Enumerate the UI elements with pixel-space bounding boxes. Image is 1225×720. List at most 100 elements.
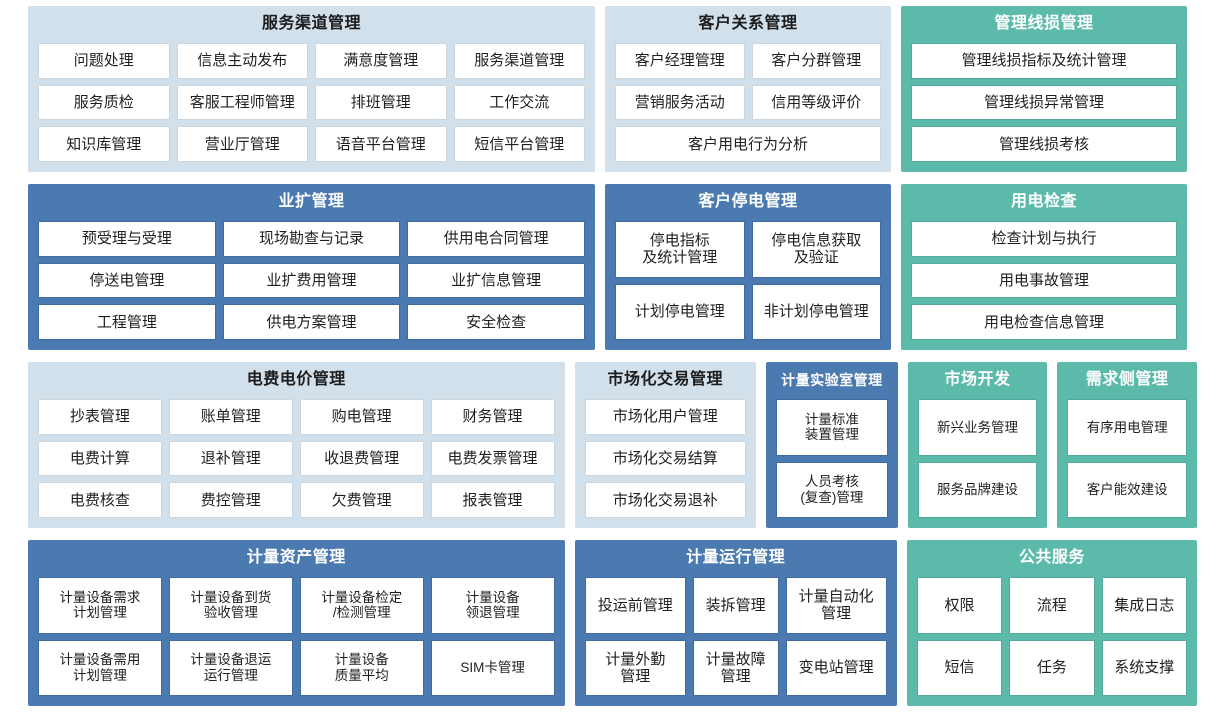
module-cell[interactable]: 财务管理 (430, 399, 555, 435)
module-cell[interactable]: 检查计划与执行 (911, 221, 1177, 257)
module-cell[interactable]: 语音平台管理 (315, 126, 447, 163)
panel-metering-operation[interactable]: 计量运行管理 投运前管理 装拆管理 计量自动化 管理 计量外勤 管理 计量故障 … (574, 540, 897, 706)
module-cell[interactable]: 停电指标 及统计管理 (615, 221, 745, 278)
module-cell[interactable]: 管理线损考核 (911, 126, 1177, 163)
panel-title-metering-asset: 计量资产管理 (246, 549, 346, 566)
cell-row: 计划停电管理 非计划停电管理 (615, 283, 881, 340)
module-cell[interactable]: 客户能效建设 (1067, 461, 1188, 518)
module-cell[interactable]: 市场化用户管理 (584, 399, 747, 435)
module-cell[interactable]: 满意度管理 (315, 43, 447, 79)
module-cell[interactable]: 服务渠道管理 (453, 43, 585, 79)
module-cell[interactable]: 信用等级评价 (751, 84, 881, 121)
module-cell[interactable]: 管理线损异常管理 (911, 84, 1177, 121)
module-cell[interactable]: 流程 (1009, 577, 1095, 634)
module-cell[interactable]: 预受理与受理 (38, 221, 216, 257)
module-cell[interactable]: 用电检查信息管理 (911, 304, 1177, 341)
cell-row: 投运前管理 装拆管理 计量自动化 管理 (584, 577, 887, 634)
panel-customer-relation[interactable]: 客户关系管理 客户经理管理 客户分群管理 营销服务活动 信用等级评价 客户用电行… (605, 6, 891, 172)
panel-fee-price[interactable]: 电费电价管理 抄表管理 账单管理 购电管理 财务管理 电费计算 退补管理 收退费… (28, 362, 565, 528)
module-cell[interactable]: 客服工程师管理 (176, 84, 308, 121)
panel-public-service[interactable]: 公共服务 权限 流程 集成日志 短信 任务 系统支撑 (906, 540, 1197, 706)
module-cell[interactable]: 退补管理 (168, 440, 293, 477)
module-cell[interactable]: 费控管理 (168, 482, 293, 519)
cell-row: 短信 任务 系统支撑 (916, 639, 1188, 696)
panel-power-inspection[interactable]: 用电检查 检查计划与执行 用电事故管理 用电检查信息管理 (901, 184, 1187, 350)
module-cell[interactable]: 现场勘查与记录 (222, 221, 401, 257)
panel-market-trade[interactable]: 市场化交易管理 市场化用户管理 市场化交易结算 市场化交易退补 (574, 362, 757, 528)
module-cell[interactable]: 购电管理 (299, 399, 424, 435)
module-cell[interactable]: 供用电合同管理 (407, 221, 586, 257)
module-cell[interactable]: 计量故障 管理 (692, 639, 779, 696)
module-cell[interactable]: 计量设备 质量平均 (299, 639, 424, 696)
module-cell[interactable]: 欠费管理 (299, 482, 424, 519)
module-cell[interactable]: 计量自动化 管理 (785, 577, 887, 634)
module-cell[interactable]: 人员考核 (复查)管理 (776, 461, 888, 518)
module-cell[interactable]: 工程管理 (38, 304, 216, 341)
module-cell[interactable]: 安全检查 (407, 304, 586, 341)
module-cell[interactable]: 电费发票管理 (430, 440, 555, 477)
module-cell[interactable]: 供电方案管理 (222, 304, 401, 341)
module-cell[interactable]: 新兴业务管理 (917, 399, 1038, 456)
panel-demand-side[interactable]: 需求侧管理 有序用电管理 客户能效建设 (1057, 362, 1198, 528)
module-cell[interactable]: 管理线损指标及统计管理 (911, 43, 1177, 79)
cell-grid: 管理线损指标及统计管理 管理线损异常管理 管理线损考核 (911, 43, 1177, 163)
module-cell[interactable]: 报表管理 (430, 482, 555, 519)
module-cell[interactable]: 业扩费用管理 (222, 262, 401, 299)
panel-metering-asset[interactable]: 计量资产管理 计量设备需求 计划管理 计量设备到货 验收管理 计量设备检定 /检… (28, 540, 565, 706)
module-cell[interactable]: 计量设备需求 计划管理 (38, 577, 162, 634)
module-cell[interactable]: 市场化交易结算 (584, 440, 747, 477)
module-cell[interactable]: 短信平台管理 (453, 126, 585, 163)
panel-service-channel[interactable]: 服务渠道管理 问题处理 信息主动发布 满意度管理 服务渠道管理 服务质检 客服工… (28, 6, 595, 172)
panel-customer-outage[interactable]: 客户停电管理 停电指标 及统计管理 停电信息获取 及验证 计划停电管理 非计划停… (605, 184, 891, 350)
module-cell[interactable]: 工作交流 (453, 84, 585, 121)
panel-title-market-trade: 市场化交易管理 (607, 371, 724, 388)
module-cell[interactable]: 计量设备 领退管理 (430, 577, 555, 634)
module-cell[interactable]: 客户经理管理 (615, 43, 745, 79)
module-cell[interactable]: 系统支撑 (1101, 639, 1188, 696)
module-cell[interactable]: 权限 (916, 577, 1003, 634)
module-cell[interactable]: 集成日志 (1101, 577, 1188, 634)
module-cell[interactable]: 服务质检 (38, 84, 170, 121)
module-cell[interactable]: 问题处理 (38, 43, 170, 79)
module-cell[interactable]: 计量设备检定 /检测管理 (299, 577, 424, 634)
module-cell[interactable]: 有序用电管理 (1067, 399, 1188, 456)
module-cell[interactable]: 客户分群管理 (751, 43, 881, 79)
module-cell[interactable]: 电费核查 (38, 482, 162, 519)
module-cell[interactable]: 变电站管理 (785, 639, 887, 696)
module-cell[interactable]: 市场化交易退补 (584, 482, 747, 519)
panel-row-3: 电费电价管理 抄表管理 账单管理 购电管理 财务管理 电费计算 退补管理 收退费… (28, 362, 1198, 528)
module-cell[interactable]: 计量外勤 管理 (584, 639, 686, 696)
cell-grid: 计量标准 装置管理 人员考核 (复查)管理 (776, 399, 888, 518)
module-cell[interactable]: 投运前管理 (584, 577, 686, 634)
module-cell[interactable]: 停送电管理 (38, 262, 216, 299)
module-cell[interactable]: 计量标准 装置管理 (776, 399, 888, 456)
module-cell[interactable]: 电费计算 (38, 440, 162, 477)
cell-row: 电费核查 费控管理 欠费管理 报表管理 (38, 482, 555, 519)
module-cell[interactable]: 非计划停电管理 (751, 283, 881, 340)
module-cell[interactable]: 计量设备需用 计划管理 (38, 639, 162, 696)
module-cell[interactable]: 排班管理 (315, 84, 447, 121)
module-cell[interactable]: 短信 (916, 639, 1003, 696)
module-cell[interactable]: 用电事故管理 (911, 262, 1177, 299)
module-cell[interactable]: 计量设备到货 验收管理 (168, 577, 293, 634)
module-cell[interactable]: 业扩信息管理 (407, 262, 586, 299)
module-cell[interactable]: 服务品牌建设 (917, 461, 1038, 518)
module-cell[interactable]: 客户用电行为分析 (615, 126, 881, 163)
module-cell[interactable]: 营业厅管理 (176, 126, 308, 163)
panel-line-loss[interactable]: 管理线损管理 管理线损指标及统计管理 管理线损异常管理 管理线损考核 (901, 6, 1187, 172)
module-cell[interactable]: 抄表管理 (38, 399, 162, 435)
panel-metering-lab[interactable]: 计量实验室管理 计量标准 装置管理 人员考核 (复查)管理 (766, 362, 898, 528)
module-cell[interactable]: 信息主动发布 (176, 43, 308, 79)
module-cell[interactable]: 收退费管理 (299, 440, 424, 477)
module-cell[interactable]: 任务 (1009, 639, 1095, 696)
module-cell[interactable]: 知识库管理 (38, 126, 170, 163)
module-cell[interactable]: 计量设备退运 运行管理 (168, 639, 293, 696)
module-cell[interactable]: 账单管理 (168, 399, 293, 435)
module-cell[interactable]: 装拆管理 (692, 577, 779, 634)
panel-market-development[interactable]: 市场开发 新兴业务管理 服务品牌建设 (907, 362, 1048, 528)
module-cell[interactable]: SIM卡管理 (430, 639, 555, 696)
module-cell[interactable]: 计划停电管理 (615, 283, 745, 340)
panel-business-expansion[interactable]: 业扩管理 预受理与受理 现场勘查与记录 供用电合同管理 停送电管理 业扩费用管理… (28, 184, 595, 350)
module-cell[interactable]: 停电信息获取 及验证 (751, 221, 881, 278)
module-cell[interactable]: 营销服务活动 (615, 84, 745, 121)
